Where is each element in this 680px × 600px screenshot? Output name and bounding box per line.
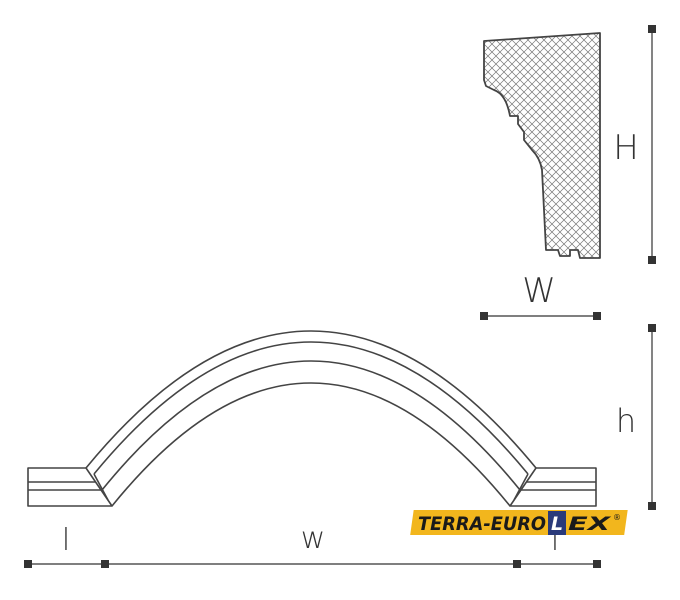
bottom-dimension: l w l [24, 521, 601, 568]
arch-line-3 [101, 360, 521, 491]
logo-letter: L [551, 513, 563, 535]
height-label: H [613, 128, 639, 168]
profile-shape [483, 32, 601, 259]
arch-outer-line [85, 330, 537, 469]
logo-text-end: EX [568, 513, 612, 535]
arch-molding [85, 330, 537, 507]
left-side-piece [27, 467, 113, 507]
width-label: W [522, 271, 556, 311]
logo-background [410, 510, 628, 535]
right-side-piece [509, 467, 597, 507]
arch-width-label: w [301, 521, 326, 556]
width-dimension: W [480, 271, 601, 320]
arch-height-dimension: h [616, 324, 656, 510]
arch-inner-line [111, 382, 511, 507]
left-piece-outline [27, 467, 113, 507]
height-dimension: H [613, 25, 656, 264]
logo-trademark: ® [613, 513, 621, 522]
right-piece-outline [509, 467, 597, 507]
arch-line-2 [93, 341, 529, 475]
right-length-label: l [551, 523, 559, 558]
arch-height-label: h [616, 402, 636, 440]
left-length-label: l [62, 523, 70, 558]
logo-text-main: TERRA-EURO [418, 513, 546, 535]
profile-cross-section [483, 32, 601, 259]
logo-letter-box [548, 511, 566, 535]
terra-eurolex-logo: TERRA-EURO L EX ® [410, 510, 628, 535]
